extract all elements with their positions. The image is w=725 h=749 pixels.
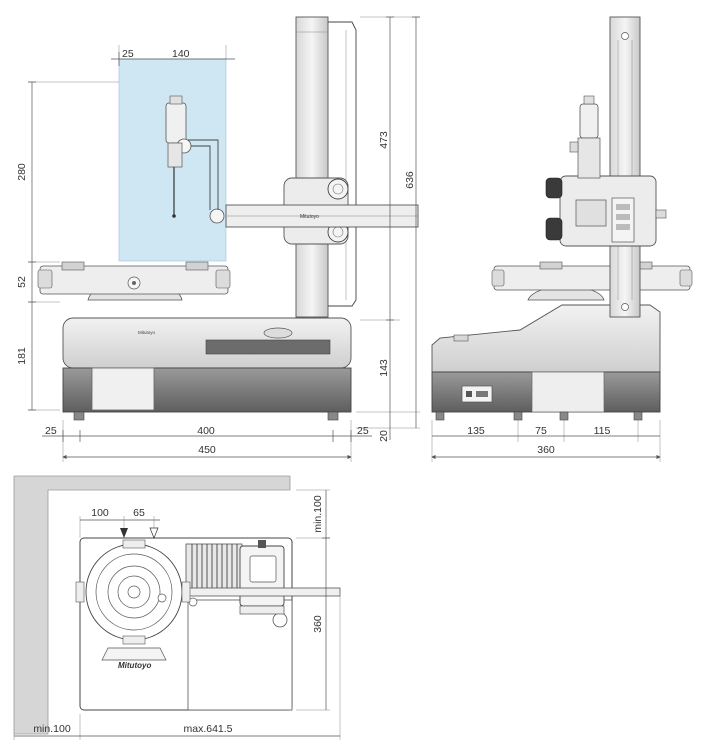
front-dim-foot: 20 [378,430,390,442]
side-upper-knob-icon [545,177,563,199]
side-base-panel [531,371,605,413]
side-dim-a: 135 [467,425,485,437]
side-detector-body [579,103,599,139]
top-dim-b: 65 [133,507,145,519]
top-column-ribs [185,543,243,595]
side-drive-unit [559,175,657,247]
top-detector-icon [272,612,288,628]
side-column [609,16,641,318]
top-view: Mitutoyo 100 65 min.100 360 min.100 max.… [13,475,341,740]
side-dim-c: 115 [594,425,611,437]
side-view: 135 75 115 360 [431,16,693,462]
front-table-knob-left [37,269,53,289]
front-table-knob-right [215,269,231,289]
top-marker-solid-icon [120,528,128,538]
side-foot-2 [513,411,523,421]
front-column [295,16,329,318]
top-dim-a: 100 [91,507,109,519]
front-arm-end-icon [209,208,225,224]
front-dim-base-width: 400 [197,425,215,437]
front-dim-overall: 450 [198,444,216,456]
front-view: Mitutoyo Mitutoyo [16,16,420,462]
front-table-center-dot [132,281,136,285]
top-marker-outline-icon [149,527,159,539]
front-brand-label: Mitutoyo [138,330,156,335]
front-dim-column: 473 [378,131,390,149]
front-table-clamp-right [185,261,209,271]
top-detector-arm [185,587,341,597]
front-arm-brand-label: Mitutoyo [300,214,319,220]
side-dim-overall: 360 [537,444,555,456]
front-dim-lower: 143 [378,359,390,377]
front-dim-top-width: 140 [172,48,190,60]
side-foot-1 [435,411,445,421]
side-rotary-table [493,265,691,291]
front-dim-top-offset: 25 [122,48,134,60]
side-dim-b: 75 [535,425,547,437]
top-dim-clearance-right: min.100 [312,495,324,533]
front-dim-stroke: 280 [16,163,28,181]
front-foot-right [327,411,339,421]
front-upper-knob-icon [327,178,349,200]
front-detector-body [165,102,187,144]
front-base-slot [205,339,331,355]
side-lower-knob-icon [545,217,563,241]
front-base-panel [91,367,155,411]
front-stylus-bracket [186,145,211,210]
front-dim-total: 636 [404,171,416,189]
side-foot-4 [633,411,643,421]
front-column-guide [328,21,357,307]
front-dim-base: 181 [16,347,28,365]
top-dim-clearance-left: min.100 [33,723,71,735]
front-table-clamp-left [61,261,85,271]
top-rotary-table [75,539,191,645]
side-foot-3 [559,411,569,421]
front-dim-right-margin: 25 [357,425,369,437]
top-brand-label: Mitutoyo [118,661,151,670]
front-base-knob [263,327,293,339]
top-dim-width: max.641.5 [183,723,232,735]
front-foot-left [73,411,85,421]
front-dim-left-margin: 25 [45,425,57,437]
top-dim-depth: 360 [312,615,324,633]
front-dim-table: 52 [16,276,28,288]
